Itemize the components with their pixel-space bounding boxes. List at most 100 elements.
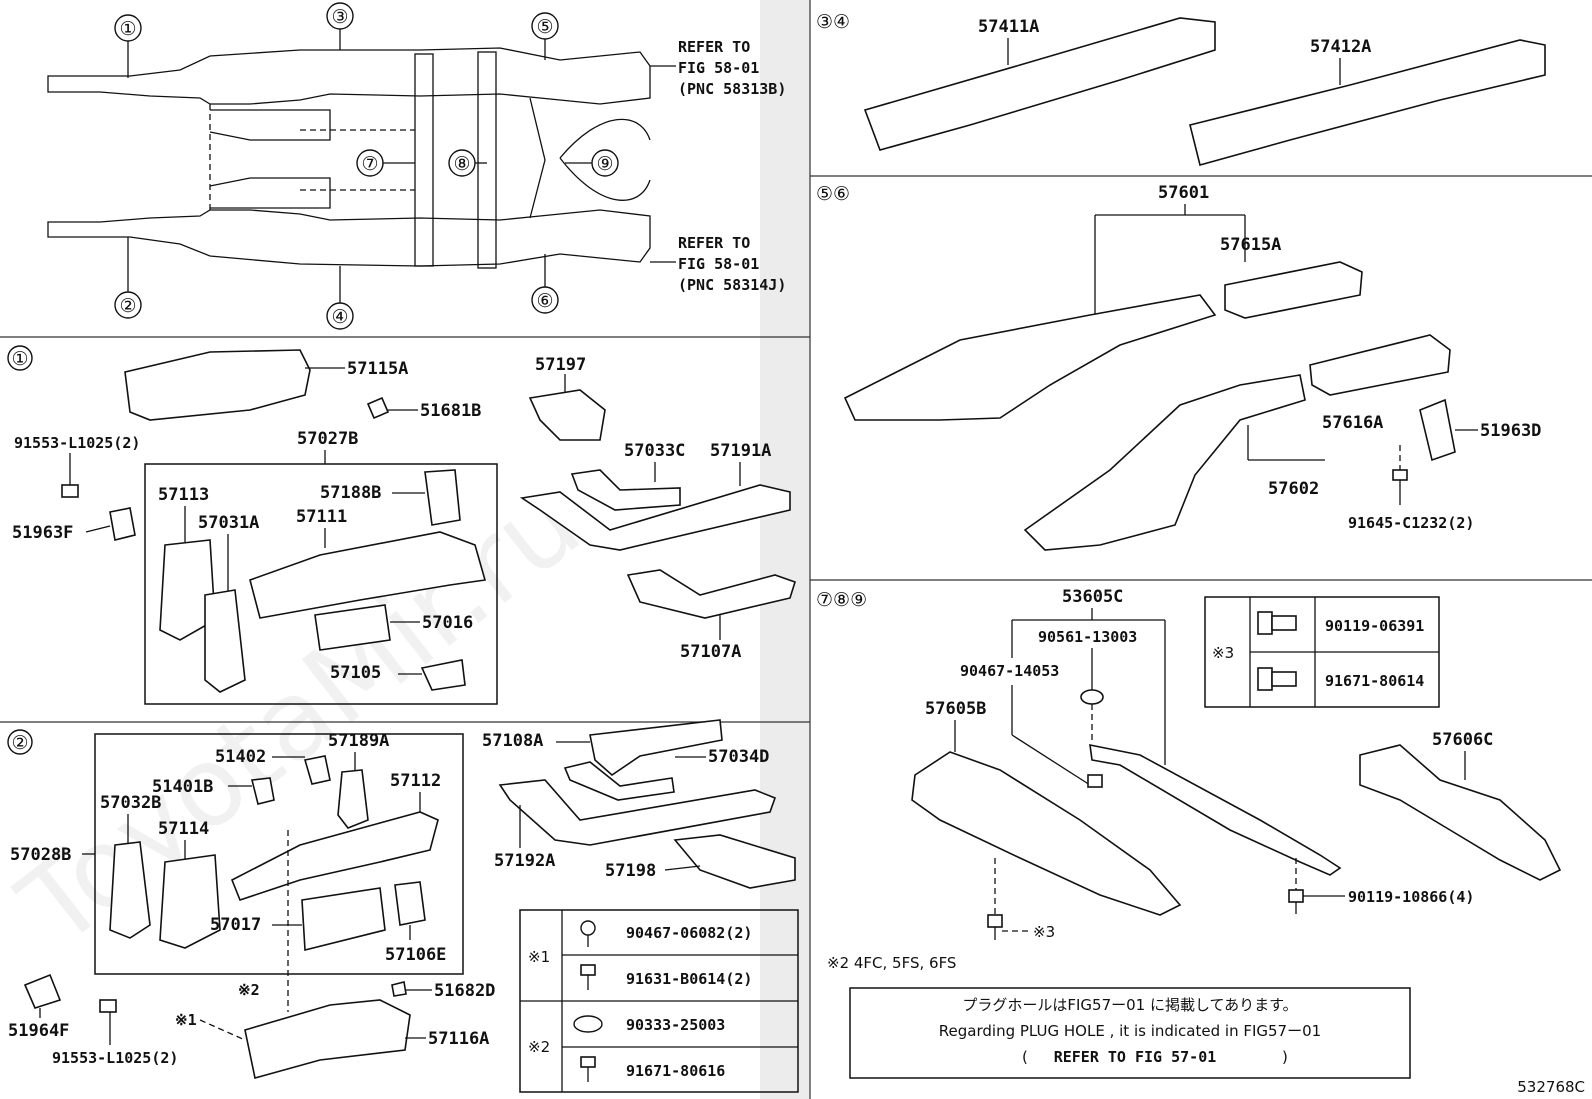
label-57108A[interactable]: 57108A bbox=[482, 731, 543, 751]
part-57033C-shape[interactable] bbox=[570, 469, 681, 511]
label-57191A[interactable]: 57191A bbox=[710, 441, 771, 461]
label-57034D[interactable]: 57034D bbox=[708, 747, 769, 767]
part-57112-shape[interactable] bbox=[230, 811, 439, 901]
part-57107A-shape[interactable] bbox=[626, 569, 796, 619]
label-57615A[interactable]: 57615A bbox=[1220, 235, 1281, 255]
part-57016-shape[interactable] bbox=[314, 604, 391, 651]
nut-90467[interactable] bbox=[1087, 774, 1103, 788]
label-57016[interactable]: 57016 bbox=[422, 613, 473, 633]
label-90467[interactable]: 90467-14053 bbox=[960, 662, 1059, 680]
part-57116A-shape[interactable] bbox=[244, 999, 411, 1079]
table-row-4-part[interactable]: 91671-80616 bbox=[626, 1062, 725, 1080]
label-57602[interactable]: 57602 bbox=[1268, 479, 1319, 499]
label-57188B[interactable]: 57188B bbox=[320, 483, 381, 503]
part-57031A-shape[interactable] bbox=[204, 589, 246, 693]
label-57601[interactable]: 57601 bbox=[1158, 183, 1209, 203]
refer-top[interactable]: REFER TO FIG 58-01 (PNC 58313B) bbox=[650, 38, 786, 98]
part-57113-shape[interactable] bbox=[159, 539, 216, 641]
table-right-row-1[interactable]: 90119-06391 bbox=[1325, 617, 1424, 635]
refer-bottom[interactable]: REFER TO FIG 58-01 (PNC 58314J) bbox=[650, 234, 786, 294]
part-51964F-shape[interactable] bbox=[23, 973, 62, 1009]
part-57198-shape[interactable] bbox=[673, 834, 796, 889]
label-57033C[interactable]: 57033C bbox=[624, 441, 685, 461]
part-57111-shape[interactable] bbox=[249, 531, 487, 619]
part-57605B-shape[interactable] bbox=[911, 751, 1182, 916]
label-57412A[interactable]: 57412A bbox=[1310, 37, 1371, 57]
label-53605C[interactable]: 53605C bbox=[1062, 587, 1123, 607]
part-53605C-shape[interactable] bbox=[1089, 743, 1342, 876]
notice-refer-link[interactable]: REFER TO FIG 57-01 bbox=[1054, 1048, 1217, 1066]
table-row-2-part[interactable]: 91631-B0614(2) bbox=[626, 970, 752, 988]
label-57111[interactable]: 57111 bbox=[296, 507, 347, 527]
label-57105[interactable]: 57105 bbox=[330, 663, 381, 683]
part-51681B-shape[interactable] bbox=[366, 396, 390, 420]
bolt-91553-a[interactable] bbox=[61, 484, 79, 498]
label-57115A[interactable]: 57115A bbox=[347, 359, 408, 379]
part-51682D-shape[interactable] bbox=[391, 981, 407, 997]
label-91553-b[interactable]: 91553-L1025(2) bbox=[52, 1049, 178, 1067]
part-51963D-shape[interactable] bbox=[1419, 398, 1456, 462]
part-57606C-shape[interactable] bbox=[1359, 744, 1562, 881]
label-57189A[interactable]: 57189A bbox=[328, 731, 389, 751]
part-57192A-shape[interactable] bbox=[498, 779, 777, 846]
label-57605B[interactable]: 57605B bbox=[925, 699, 986, 719]
table-row-1-part[interactable]: 90467-06082(2) bbox=[626, 924, 752, 942]
part-51402-shape[interactable] bbox=[303, 755, 331, 785]
label-51964F[interactable]: 51964F bbox=[8, 1021, 69, 1041]
label-57028B[interactable]: 57028B bbox=[10, 845, 71, 865]
label-57027B[interactable]: 57027B bbox=[297, 429, 358, 449]
part-57615A-shape[interactable] bbox=[1224, 261, 1363, 319]
part-57412A-shape[interactable] bbox=[1189, 39, 1546, 166]
part-57188B-shape[interactable] bbox=[424, 469, 461, 526]
label-51682D[interactable]: 51682D bbox=[434, 981, 495, 1001]
part-57602-shape[interactable] bbox=[1023, 374, 1306, 551]
label-90561[interactable]: 90561-13003 bbox=[1038, 628, 1137, 646]
part-57197-shape[interactable] bbox=[528, 389, 606, 441]
label-57197[interactable]: 57197 bbox=[535, 355, 586, 375]
label-57106E[interactable]: 57106E bbox=[385, 945, 446, 965]
part-57616A-shape[interactable] bbox=[1309, 334, 1451, 396]
part-57032B-shape[interactable] bbox=[109, 841, 151, 939]
right-panel-bg bbox=[810, 0, 1592, 1099]
part-57189A-shape[interactable] bbox=[337, 769, 369, 829]
label-51963F[interactable]: 51963F bbox=[12, 523, 73, 543]
part-57017-shape[interactable] bbox=[301, 887, 386, 952]
label-57032B[interactable]: 57032B bbox=[100, 793, 161, 813]
part-57114-shape[interactable] bbox=[159, 854, 221, 949]
part-57106E-shape[interactable] bbox=[394, 881, 426, 926]
label-51963D[interactable]: 51963D bbox=[1480, 421, 1541, 441]
label-57017[interactable]: 57017 bbox=[210, 915, 261, 935]
part-51401B-shape[interactable] bbox=[251, 777, 275, 805]
part-57115A-shape[interactable] bbox=[124, 349, 311, 421]
marker-7-label: ⑦ bbox=[361, 153, 378, 175]
label-57411A[interactable]: 57411A bbox=[978, 17, 1039, 37]
label-91553-a[interactable]: 91553-L1025(2) bbox=[14, 434, 140, 452]
part-57601-shape[interactable] bbox=[843, 294, 1217, 421]
label-51681B[interactable]: 51681B bbox=[420, 401, 481, 421]
label-51402[interactable]: 51402 bbox=[215, 747, 266, 767]
label-57112[interactable]: 57112 bbox=[390, 771, 441, 791]
part-57411A-shape[interactable] bbox=[863, 17, 1216, 151]
label-57606C[interactable]: 57606C bbox=[1432, 730, 1493, 750]
part-57034D-shape[interactable] bbox=[563, 761, 675, 801]
table-right-row-2[interactable]: 91671-80614 bbox=[1325, 672, 1424, 690]
label-57116A[interactable]: 57116A bbox=[428, 1029, 489, 1049]
grommet-90561[interactable] bbox=[1080, 689, 1104, 705]
part-51963F-shape[interactable] bbox=[109, 507, 136, 541]
label-57192A[interactable]: 57192A bbox=[494, 851, 555, 871]
label-57031A[interactable]: 57031A bbox=[198, 513, 259, 533]
part-57191A-shape[interactable] bbox=[519, 484, 791, 551]
label-51401B[interactable]: 51401B bbox=[152, 777, 213, 797]
label-57198[interactable]: 57198 bbox=[605, 861, 656, 881]
label-57114[interactable]: 57114 bbox=[158, 819, 209, 839]
label-57616A[interactable]: 57616A bbox=[1322, 413, 1383, 433]
part-57105-shape[interactable] bbox=[420, 659, 466, 691]
label-91645[interactable]: 91645-C1232(2) bbox=[1348, 514, 1474, 532]
part-57108A-shape[interactable] bbox=[589, 719, 723, 777]
bolt-91553-b[interactable] bbox=[99, 999, 117, 1013]
label-57107A[interactable]: 57107A bbox=[680, 642, 741, 662]
label-57113[interactable]: 57113 bbox=[158, 485, 209, 505]
label-90119-b[interactable]: 90119-10866(4) bbox=[1348, 888, 1474, 906]
table-row-3-part[interactable]: 90333-25003 bbox=[626, 1016, 725, 1034]
